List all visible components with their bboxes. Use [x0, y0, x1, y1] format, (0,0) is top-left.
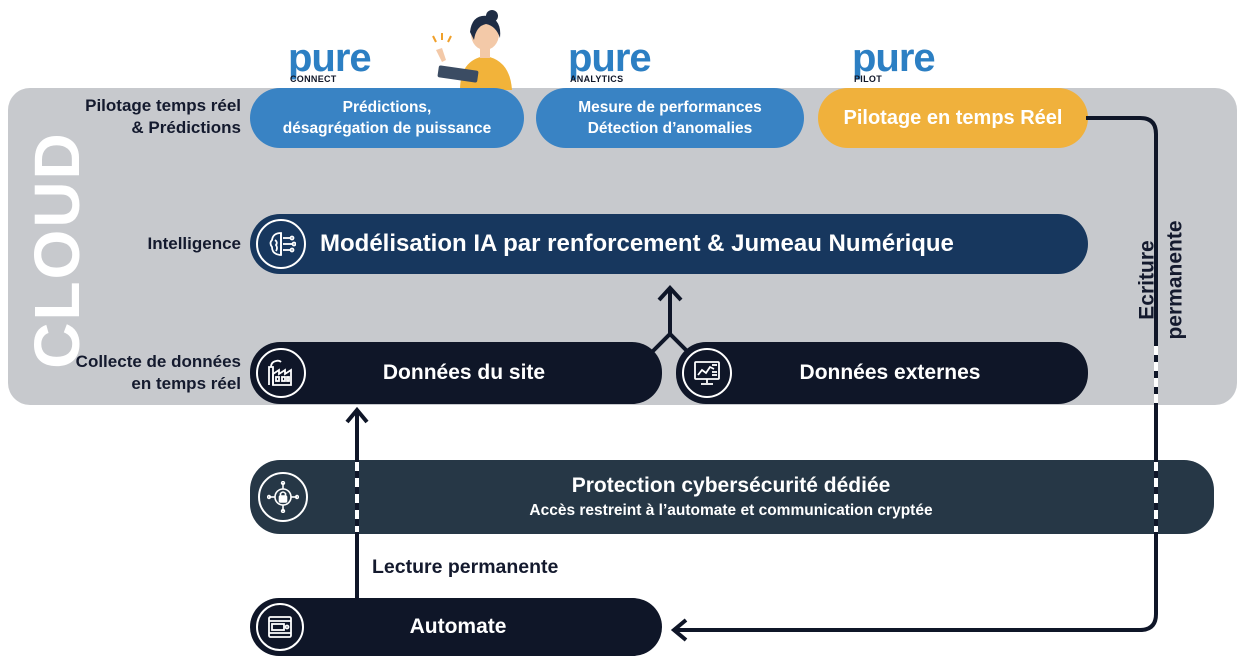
row-label-pilotage: Pilotage temps réel & Prédictions [85, 96, 241, 137]
brand-sub: PILOT [854, 74, 882, 84]
automate-label: Automate [409, 615, 507, 638]
factory-icon [256, 348, 306, 398]
write-label: Ecriture permanente [1112, 200, 1212, 360]
security-title: Protection cybersécurité dédiée [571, 474, 891, 497]
security-bar: Protection cybersécurité dédiée Accès re… [250, 460, 1214, 534]
write-label-line-2: permanente [1164, 220, 1188, 340]
data-site-bar: Données du site [250, 342, 662, 404]
lock-circuit-icon [258, 472, 308, 522]
write-line [676, 116, 1158, 632]
data-external-bar: Données externes [676, 342, 1088, 404]
row-label-collecte: Collecte de données en temps réel [75, 352, 241, 393]
read-arrowhead [345, 406, 369, 424]
intelligence-label: Modélisation IA par renforcement & Jumea… [320, 230, 954, 257]
ai-brain-icon [256, 219, 306, 269]
data-external-label: Données externes [799, 361, 981, 384]
person-with-tablet-illustration [430, 10, 520, 90]
security-subtitle: Accès restreint à l’automate et communic… [529, 502, 933, 519]
brand-sub: ANALYTICS [570, 74, 624, 84]
brand-pure-analytics: pure ANALYTICS [568, 36, 652, 84]
merge-line [650, 331, 690, 354]
brand-name: pure [288, 36, 372, 80]
brand-pure-pilot: pure PILOT [852, 36, 936, 84]
brand-sub: CONNECT [290, 74, 337, 84]
pill-pilotage-temps-reel: Pilotage en temps Réel [818, 88, 1088, 148]
pill-predictions: Prédictions, désagrégation de puissance [250, 88, 524, 148]
read-label: Lecture permanente [372, 556, 559, 578]
brand-name: pure [852, 36, 936, 80]
brand-name: pure [568, 36, 652, 80]
brand-pure-connect: pure CONNECT [288, 36, 372, 84]
write-arrowhead [670, 618, 688, 642]
row-label-intelligence: Intelligence [147, 234, 241, 253]
automate-bar: Automate [250, 598, 662, 656]
security-text: Protection cybersécurité dédiée Accès re… [308, 472, 1154, 522]
plc-icon [256, 603, 304, 651]
write-label-line-1: Ecriture [1136, 240, 1160, 320]
intelligence-bar: Modélisation IA par renforcement & Jumea… [250, 214, 1088, 274]
monitor-chart-icon [682, 348, 732, 398]
data-site-label: Données du site [382, 361, 546, 384]
pill-performances: Mesure de performances Détection d’anoma… [536, 88, 804, 148]
merge-arrowhead [657, 285, 683, 302]
